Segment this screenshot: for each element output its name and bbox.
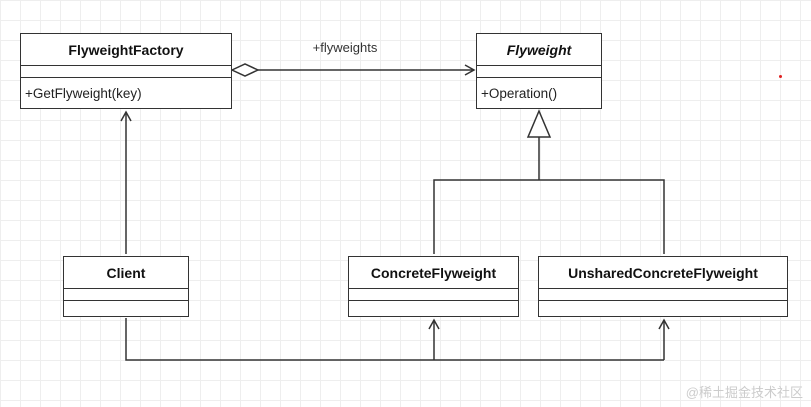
generalization-branch-unshared: [539, 179, 665, 254]
operations-section: [349, 301, 518, 316]
class-flyweight-factory[interactable]: FlyweightFactory +GetFlyweight(key): [20, 33, 232, 109]
generalization-triangle: [526, 109, 552, 138]
attributes-section: [539, 289, 787, 301]
operations-section: [64, 301, 188, 316]
association-label: +flyweights: [312, 40, 378, 55]
operation: +GetFlyweight(key): [25, 85, 142, 101]
class-concrete-flyweight[interactable]: ConcreteFlyweight: [348, 256, 519, 317]
operations-section: [539, 301, 787, 316]
attributes-section: [477, 66, 601, 78]
class-client[interactable]: Client: [63, 256, 189, 317]
aggregation-diamond: [230, 63, 260, 77]
attributes-section: [64, 289, 188, 301]
operation: +Operation(): [481, 85, 558, 101]
class-name: UnsharedConcreteFlyweight: [539, 257, 787, 289]
attributes-section: [349, 289, 518, 301]
red-marker-dot: [779, 75, 782, 78]
class-unshared-concrete-flyweight[interactable]: UnsharedConcreteFlyweight: [538, 256, 788, 317]
class-name: Flyweight: [477, 34, 601, 66]
watermark: @稀土掘金技术社区: [685, 385, 803, 400]
attributes-section: [21, 66, 231, 78]
class-flyweight[interactable]: Flyweight +Operation(): [476, 33, 602, 109]
class-name: Client: [64, 257, 188, 289]
class-name: FlyweightFactory: [21, 34, 231, 66]
generalization-branch-concrete: [433, 179, 539, 254]
client-bottom-line: [125, 318, 664, 361]
class-name: ConcreteFlyweight: [349, 257, 518, 289]
